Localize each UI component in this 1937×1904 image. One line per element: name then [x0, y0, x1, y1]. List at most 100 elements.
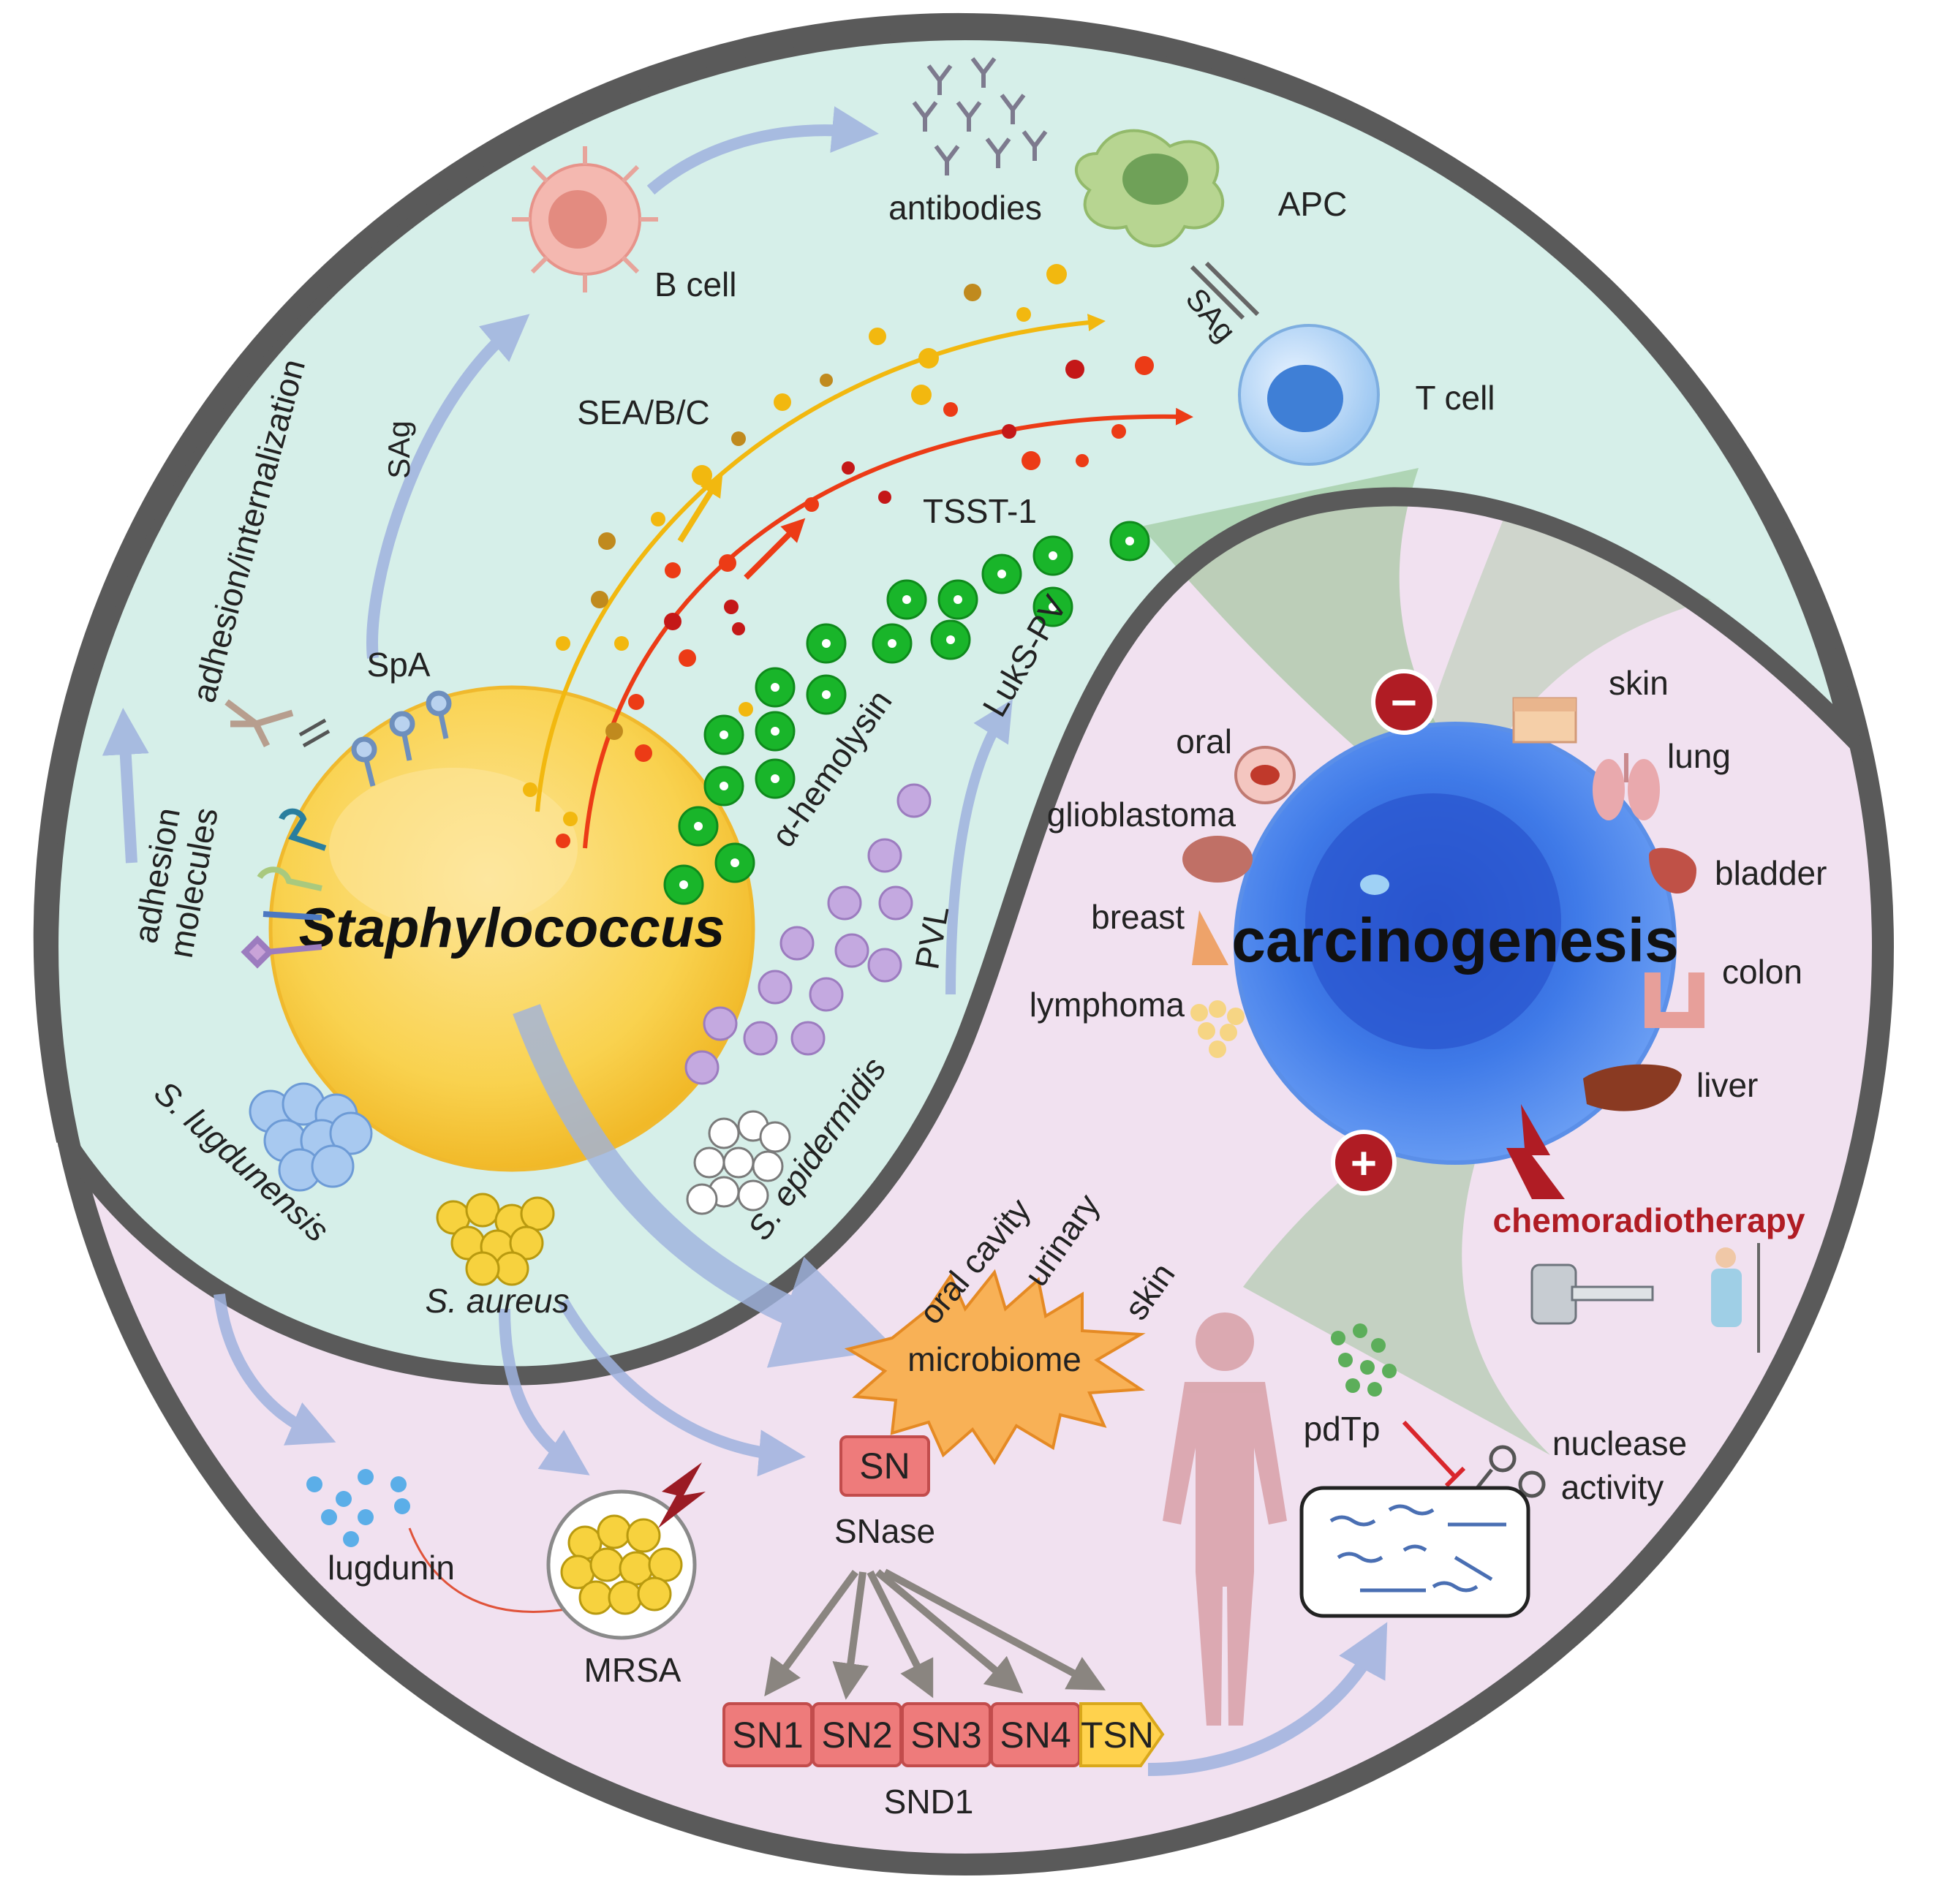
lugdunin-inhibits-mrsa-arrow	[408, 1527, 571, 1613]
lymphoma-icon	[1190, 1000, 1245, 1058]
s-aureus-cluster-icon	[436, 1193, 555, 1286]
b-cell-label: B cell	[654, 265, 736, 303]
aureus-to-sn-arrow	[558, 1298, 806, 1477]
snd1-domain-label: SN2	[821, 1715, 892, 1756]
pdtp-label: pdTp	[1304, 1410, 1381, 1448]
microbiome-label: microbiome	[907, 1340, 1081, 1378]
inhibition-badge: −	[1371, 669, 1437, 735]
staph-highlight	[329, 768, 578, 929]
pvl-to-luks-arrow	[945, 699, 1013, 995]
b-cell-icon	[512, 146, 658, 292]
pdtp-inhibition-line	[1402, 1420, 1457, 1479]
apc-label: APC	[1278, 185, 1348, 223]
spa-receptors	[351, 690, 452, 787]
snd1-domain-label: SN1	[732, 1715, 803, 1756]
inner-divider	[33, 13, 1867, 1386]
s-epidermidis-cluster-icon	[686, 1110, 791, 1215]
lugdunensis-to-lugdunin-arrow	[214, 1293, 336, 1446]
antibody-icon	[224, 699, 294, 748]
snd1-domain-label: SN3	[910, 1715, 981, 1756]
tsst1-arrow-short	[744, 518, 806, 580]
spa-label: SpA	[367, 646, 431, 684]
staphylococcus-label: Staphylococcus	[299, 897, 725, 959]
pvl-pores	[684, 783, 932, 1085]
glioblastoma-icon	[1182, 836, 1253, 883]
cancer-colon-label: colon	[1722, 953, 1802, 991]
binding-equilibrium-icon	[298, 718, 331, 748]
lugdunin-particles	[306, 1469, 410, 1547]
mrsa-dish-icon	[546, 1462, 706, 1640]
bcell-to-antibodies-arrow	[646, 106, 879, 195]
dna-cleavage-panel	[1299, 1486, 1530, 1618]
liver-icon	[1583, 1064, 1682, 1111]
promotion-cone	[1243, 1104, 1550, 1455]
microbiome-starburst	[844, 1269, 1146, 1465]
sag-to-bcell-arrow	[366, 314, 530, 659]
tsst1-label: TSST-1	[923, 492, 1037, 530]
radiotherapy-machine-icon	[1530, 1263, 1654, 1325]
bladder-icon	[1649, 847, 1696, 894]
snd1-to-nuclease-arrow	[1147, 1622, 1388, 1776]
sn-box	[839, 1435, 930, 1497]
snd1-label: SND1	[884, 1783, 974, 1821]
skin-icon	[1512, 697, 1577, 744]
cancer-skin-label: skin	[1609, 664, 1669, 702]
tsst1-particles	[556, 356, 1154, 848]
apc-icon	[1074, 129, 1225, 248]
sn-label: SN	[859, 1446, 910, 1486]
cancer-glioblastoma-label: glioblastoma	[1047, 796, 1236, 834]
inhibition-cone-side	[1404, 512, 1711, 790]
patient-iv-icon	[1711, 1243, 1760, 1353]
pdtp-inhibition-bar	[1444, 1466, 1466, 1488]
sea-bc-label: SEA/B/C	[577, 393, 710, 431]
human-body-icon	[1163, 1312, 1287, 1726]
snase-domain-arrows	[764, 1568, 1106, 1700]
snd1-domain-label: SN4	[1000, 1715, 1071, 1756]
cancer-oral-label: oral	[1176, 722, 1232, 760]
adhesion-molecules-icon	[241, 808, 327, 969]
activity-label: activity	[1561, 1468, 1664, 1506]
snd1-domain-row: SN1 SN2 SN3 SN4 TSN	[722, 1702, 1165, 1767]
sag-bcell-label: SAg	[382, 420, 416, 478]
pdtp-particles	[1331, 1323, 1397, 1397]
superantigen-particles	[523, 264, 1067, 826]
breast-icon	[1192, 910, 1228, 965]
s-lugdunensis-cluster-icon	[249, 1082, 373, 1192]
lightning-icon	[1506, 1104, 1565, 1199]
svg-text:+: +	[1351, 1138, 1377, 1189]
alpha-hemolysin-pore-centers	[679, 537, 1134, 889]
nuclease-label: nuclease	[1552, 1424, 1687, 1462]
cancer-bladder-label: bladder	[1715, 854, 1827, 892]
antibodies-label: antibodies	[888, 189, 1042, 227]
t-cell-label: T cell	[1415, 379, 1495, 417]
snd1-domain-label: TSN	[1081, 1715, 1154, 1756]
antibodies-icon	[912, 57, 1048, 175]
staph-to-microbiome-arrow	[513, 1004, 896, 1368]
tumor-highlight	[1360, 874, 1389, 895]
tsn-domain-box	[1079, 1702, 1165, 1767]
s-aureus-label: S. aureus	[426, 1282, 570, 1320]
dna-fragments	[1329, 1504, 1506, 1593]
cancer-lung-label: lung	[1667, 737, 1731, 775]
carcinogenesis-label: carcinogenesis	[1231, 906, 1679, 975]
cancer-breast-label: breast	[1091, 898, 1185, 936]
oral-icon	[1234, 746, 1296, 804]
adhesion-arrow	[102, 708, 149, 864]
promotion-badge: +	[1331, 1130, 1397, 1195]
colon-icon	[1645, 972, 1704, 1028]
chemoradiotherapy-label: chemoradiotherapy	[1493, 1201, 1805, 1239]
tumor-nucleus	[1305, 793, 1561, 1049]
lung-icon	[1593, 753, 1660, 820]
lugdunin-label: lugdunin	[328, 1549, 455, 1587]
sea-arrow-short	[677, 472, 723, 543]
t-cell-icon	[1238, 324, 1380, 466]
svg-text:−: −	[1391, 678, 1417, 728]
sag-equilibrium-icon	[1190, 261, 1260, 320]
cancer-lymphoma-label: lymphoma	[1030, 986, 1185, 1024]
mrsa-label: MRSA	[584, 1651, 681, 1689]
aureus-to-mrsa-arrow	[499, 1308, 590, 1476]
snase-label: SNase	[834, 1512, 935, 1550]
cancer-liver-label: liver	[1696, 1066, 1758, 1104]
